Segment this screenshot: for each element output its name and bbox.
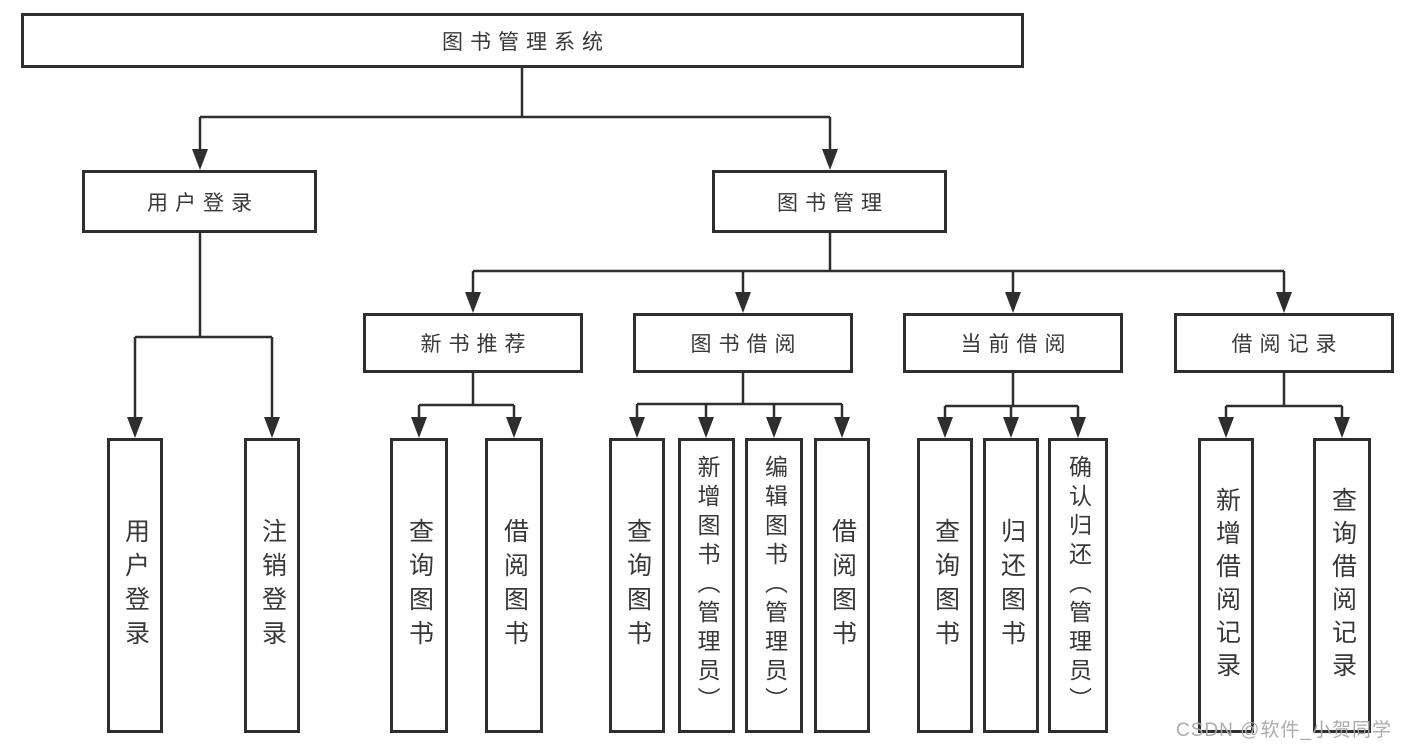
leaf-return-books: 归还图书: [983, 438, 1039, 733]
leaf-query-books-borrowing: 查询图书: [609, 438, 665, 733]
leaf-confirm-return-admin: 确认归还（管理员）: [1048, 438, 1108, 733]
leaf-add-borrow-record: 新增借阅记录: [1198, 438, 1254, 733]
watermark-text: CSDN @软件_小贺同学: [1176, 720, 1392, 741]
node-borrowing-records: 借阅记录: [1174, 313, 1394, 373]
node-book-borrowing: 图书借阅: [633, 313, 853, 373]
node-book-management: 图书管理: [712, 170, 947, 233]
node-library-management-system: 图书管理系统: [21, 13, 1024, 68]
leaf-add-books-admin: 新增图书（管理员）: [678, 438, 735, 733]
leaf-borrow-books-recommend: 借阅图书: [485, 438, 543, 733]
arrowhead-icons: [127, 149, 1350, 438]
node-current-borrowing: 当前借阅: [903, 313, 1123, 373]
leaf-query-books-recommend: 查询图书: [390, 438, 448, 733]
leaf-user-login: 用户登录: [107, 438, 163, 733]
leaf-query-books-current: 查询图书: [917, 438, 973, 733]
leaf-borrow-books-borrowing: 借阅图书: [814, 438, 870, 733]
node-new-book-recommend: 新书推荐: [363, 313, 583, 373]
node-user-login: 用户登录: [82, 170, 317, 233]
leaf-query-borrow-record: 查询借阅记录: [1313, 438, 1371, 733]
leaf-edit-books-admin: 编辑图书（管理员）: [745, 438, 803, 733]
leaf-logout: 注销登录: [244, 438, 300, 733]
